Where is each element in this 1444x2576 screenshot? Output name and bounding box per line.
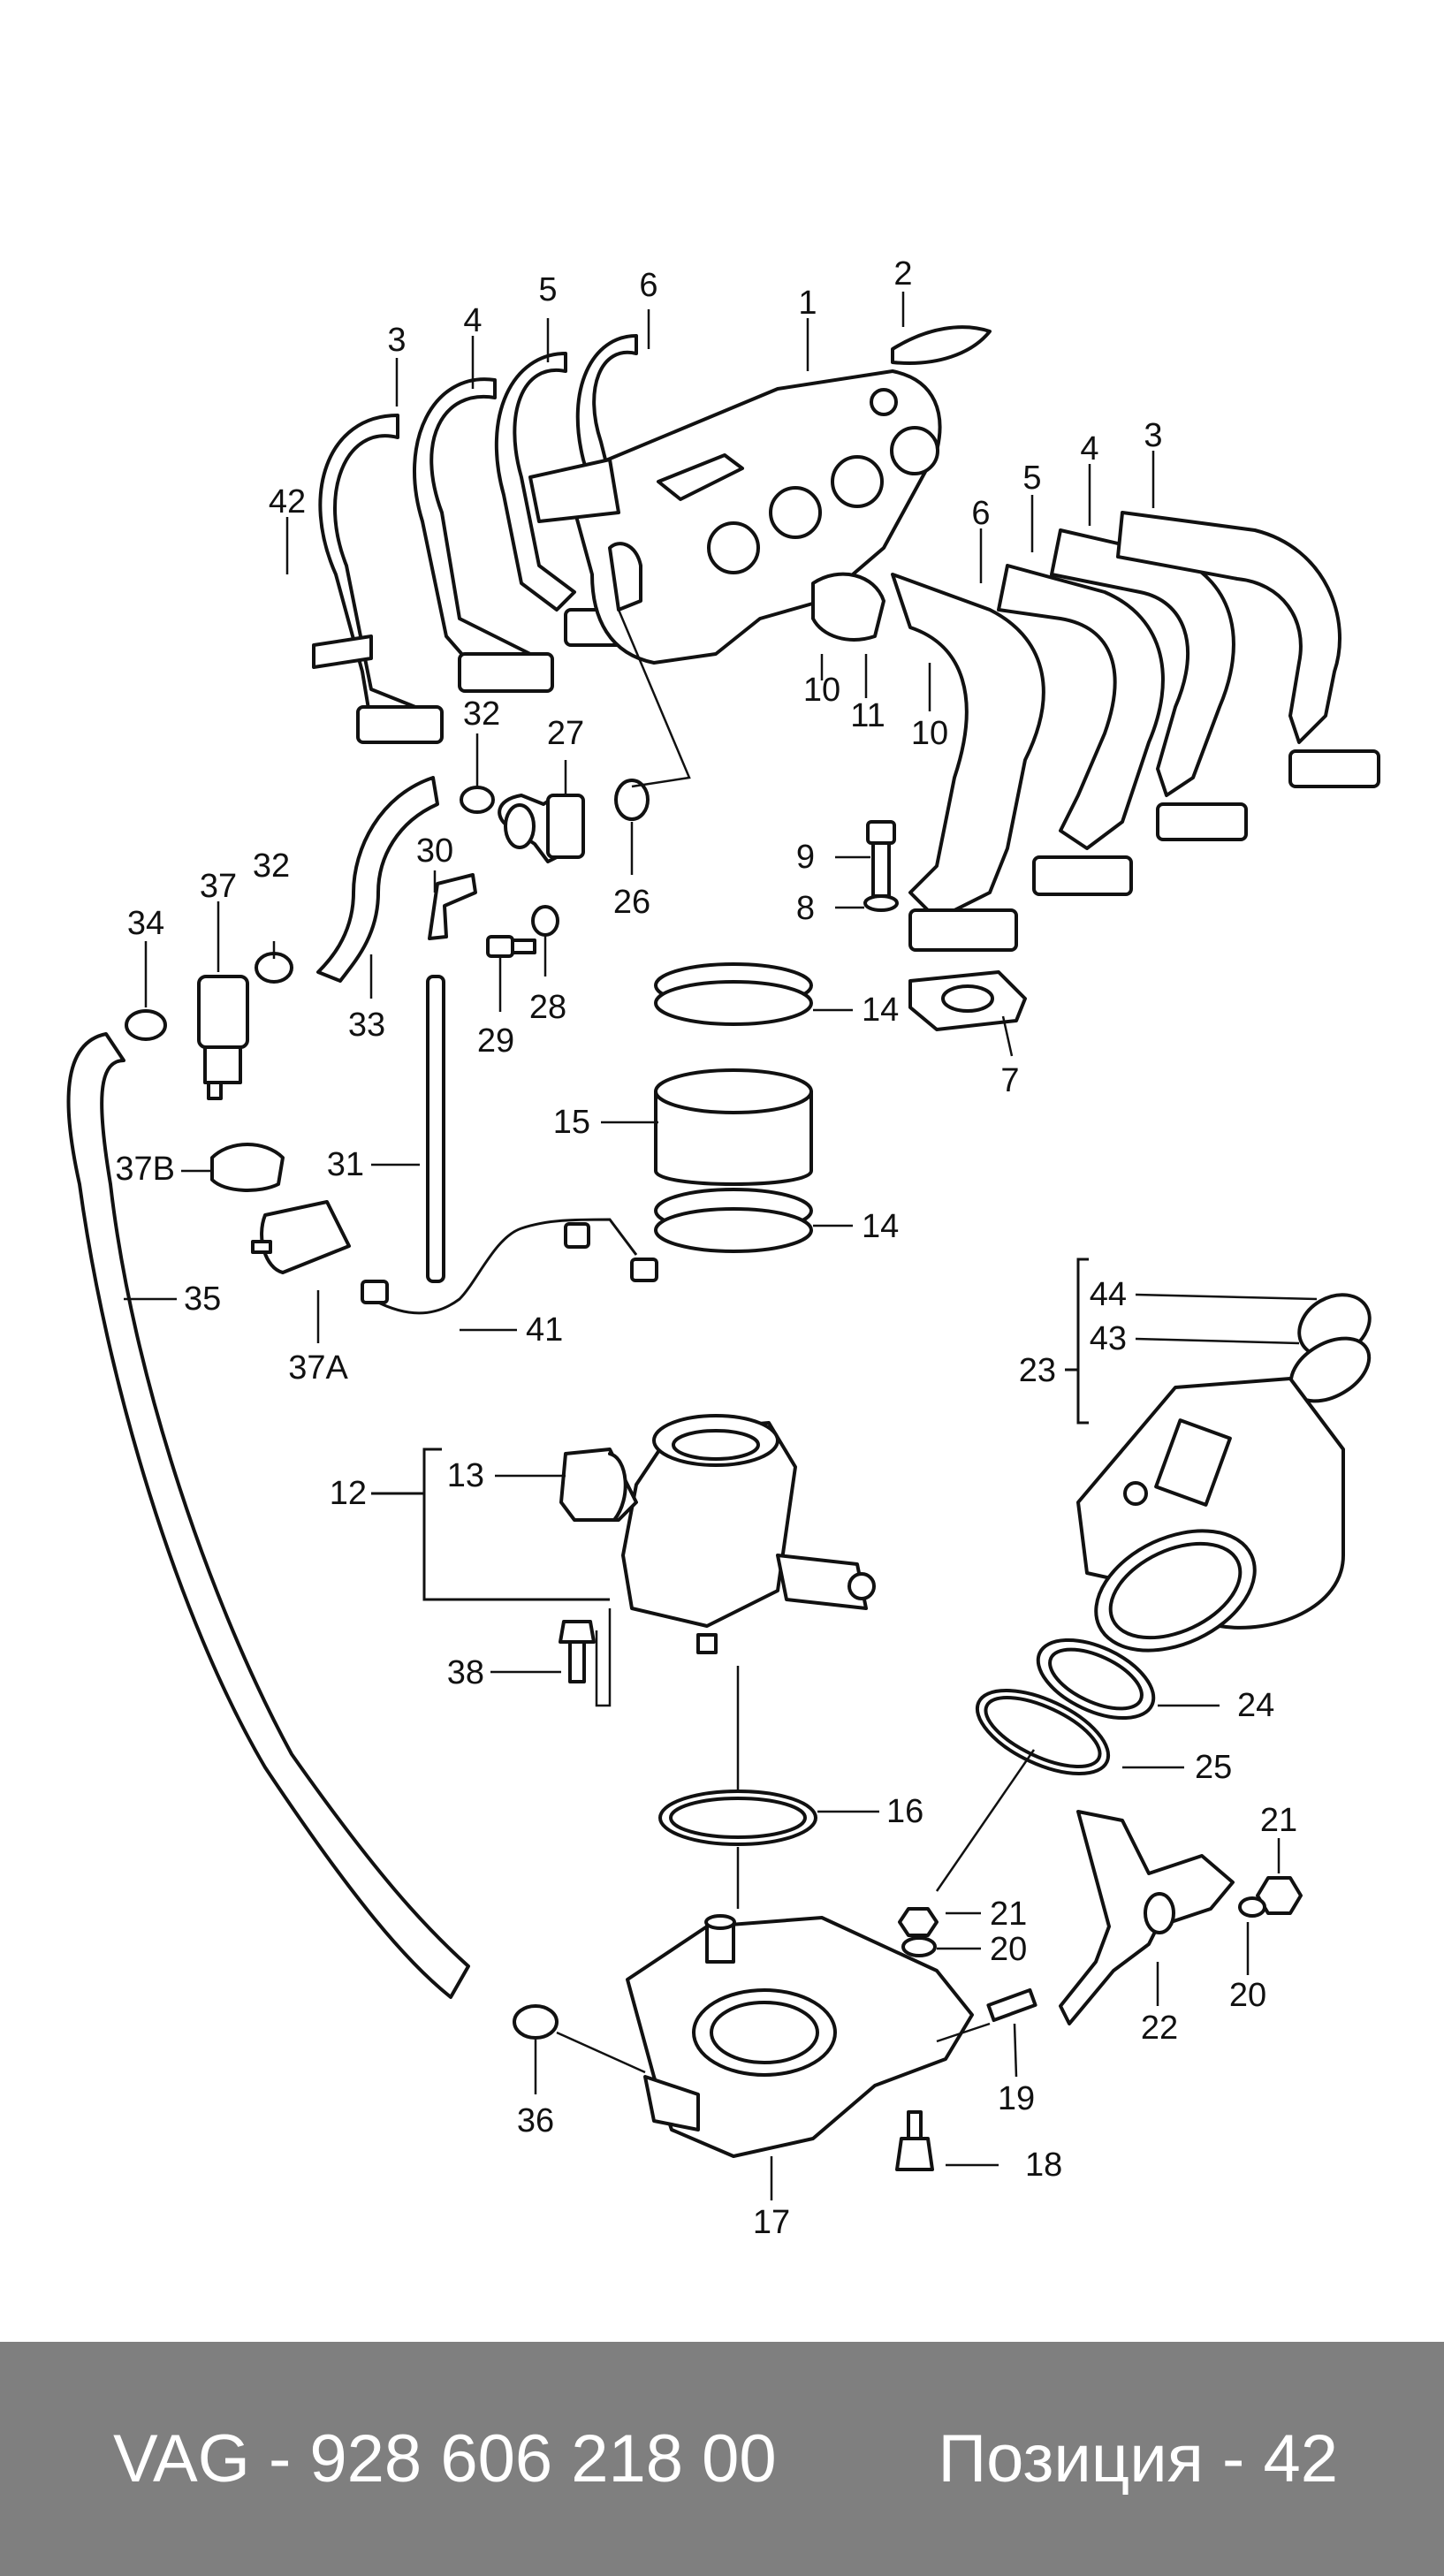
callout-38: 38 <box>447 1654 484 1691</box>
callout-27: 27 <box>547 715 584 752</box>
callout-4-right: 4 <box>1080 430 1098 467</box>
wiring-harness <box>370 1218 638 1315</box>
runner-flange-r3 <box>1156 802 1248 841</box>
callout-37b: 37B <box>115 1151 175 1188</box>
air-flow-meter <box>1076 1293 1372 1653</box>
callout-1: 1 <box>798 285 817 322</box>
callout-12: 12 <box>330 1475 367 1512</box>
callout-6-right: 6 <box>971 495 990 532</box>
callout-20-mid: 20 <box>990 1931 1027 1968</box>
throttle-body <box>559 1414 876 1654</box>
callout-17: 17 <box>753 2204 790 2241</box>
callout-26: 26 <box>613 884 650 921</box>
callout-10-right: 10 <box>911 715 948 752</box>
runner-flange-r1 <box>908 908 1018 952</box>
intake-runners-right <box>811 511 1380 952</box>
plenum-coupling <box>528 458 620 523</box>
bolt-38 <box>559 1620 596 1683</box>
callout-28: 28 <box>529 989 566 1026</box>
callout-labels: 1 2 3 4 5 6 3 4 5 6 42 10 11 10 9 8 7 14… <box>115 255 1297 2241</box>
runner-flange-r4 <box>1288 749 1380 788</box>
connector-41c <box>361 1280 389 1304</box>
position-label: Позиция - 42 <box>938 2421 1338 2496</box>
footer-bar: VAG - 928 606 218 00 Позиция - 42 <box>0 2342 1444 2576</box>
callout-9: 9 <box>796 839 815 876</box>
hose-10-11 <box>811 572 885 642</box>
callout-2: 2 <box>893 255 912 293</box>
callout-24: 24 <box>1237 1687 1274 1724</box>
callout-31: 31 <box>327 1146 364 1183</box>
callout-36: 36 <box>517 2102 554 2139</box>
callout-30: 30 <box>416 832 453 870</box>
bracket-23 <box>1065 1258 1089 1425</box>
connector-41b <box>630 1258 658 1282</box>
callout-37a: 37A <box>288 1349 348 1387</box>
gaskets <box>658 1638 1156 1846</box>
plenum-port <box>608 542 642 612</box>
bolt-washer-gasket <box>863 820 1027 1031</box>
callout-15: 15 <box>553 1104 590 1141</box>
runner-flange-2 <box>458 652 554 693</box>
intake-plenum <box>528 369 942 665</box>
callout-43: 43 <box>1090 1320 1127 1357</box>
callout-11: 11 <box>850 697 885 734</box>
callout-19: 19 <box>998 2080 1035 2117</box>
callout-41: 41 <box>526 1311 563 1349</box>
callout-21-mid: 21 <box>990 1896 1027 1933</box>
callout-7: 7 <box>1000 1062 1019 1099</box>
callout-4-left: 4 <box>463 302 482 339</box>
bracket-12 <box>371 1448 610 1601</box>
callout-6-left: 6 <box>639 267 657 304</box>
leader-lines <box>124 292 1318 2200</box>
parts-diagram: 1 2 3 4 5 6 3 4 5 6 42 10 11 10 9 8 7 14… <box>66 255 1380 2241</box>
runner-flange-1 <box>356 705 444 744</box>
callout-34: 34 <box>127 905 164 942</box>
callout-13: 13 <box>447 1457 484 1494</box>
part-number: VAG - 928 606 218 00 <box>113 2421 777 2496</box>
callout-22: 22 <box>1141 2010 1178 2047</box>
callout-21-right: 21 <box>1260 1802 1297 1839</box>
callout-18: 18 <box>1025 2147 1062 2184</box>
callout-14-bottom: 14 <box>862 1208 899 1245</box>
callout-3-right: 3 <box>1144 417 1162 454</box>
callout-42: 42 <box>269 483 306 521</box>
callout-5-right: 5 <box>1022 460 1041 497</box>
callout-10-left: 10 <box>803 672 840 709</box>
callout-32-top: 32 <box>463 695 500 733</box>
callout-20-right: 20 <box>1229 1977 1266 2014</box>
callout-32-left: 32 <box>253 847 290 885</box>
runner-flange-r2 <box>1032 855 1133 896</box>
callout-44: 44 <box>1090 1276 1127 1313</box>
callout-35: 35 <box>184 1280 221 1318</box>
callout-33: 33 <box>348 1007 385 1044</box>
clamps-sleeve <box>654 962 813 1253</box>
runner-bracket <box>312 635 373 669</box>
callout-16: 16 <box>886 1793 923 1830</box>
callout-14-top: 14 <box>862 992 899 1029</box>
valves-clamps <box>125 786 559 2040</box>
callout-5-left: 5 <box>538 271 557 308</box>
emblem <box>891 325 992 365</box>
callout-29: 29 <box>477 1022 514 1060</box>
connector-41a <box>564 1222 590 1249</box>
callout-8: 8 <box>796 890 815 927</box>
callout-37: 37 <box>200 868 237 905</box>
intake-base <box>626 1810 1303 2171</box>
callout-23: 23 <box>1019 1352 1056 1389</box>
hoses <box>66 776 536 1999</box>
callout-25: 25 <box>1195 1749 1232 1786</box>
callout-3-left: 3 <box>387 322 406 359</box>
